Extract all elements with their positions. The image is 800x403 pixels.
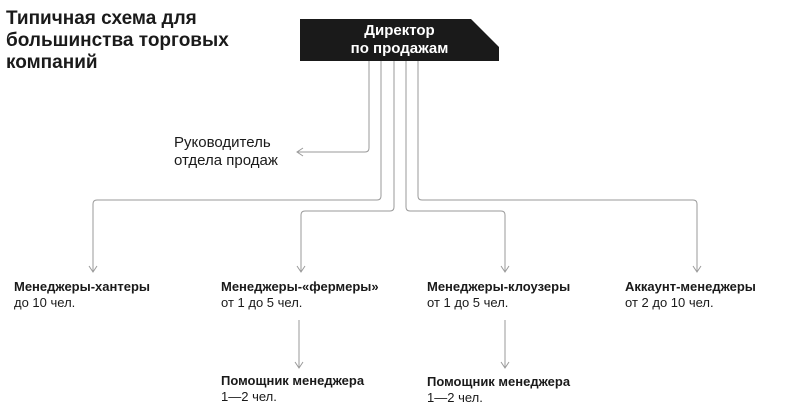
head-line2: отдела продаж <box>174 152 278 169</box>
role-name: Менеджеры-«фермеры» <box>221 279 379 294</box>
role-account: Аккаунт-менеджеры от 2 до 10 чел. <box>625 279 756 311</box>
arrow-farmers-icon <box>296 265 306 273</box>
role-hunters: Менеджеры-хантеры до 10 чел. <box>14 279 150 311</box>
assistant-1: Помощник менеджера 1—2 чел. <box>221 373 364 403</box>
role-farmers: Менеджеры-«фермеры» от 1 до 5 чел. <box>221 279 379 311</box>
role-count: от 1 до 5 чел. <box>427 295 509 310</box>
head-line1: Руководитель <box>174 134 271 151</box>
connector-closers <box>405 61 506 272</box>
connector-account <box>417 61 698 272</box>
role-count: от 1 до 5 чел. <box>221 295 303 310</box>
director-line2: по продажам <box>350 40 449 57</box>
head-node: Руководитель отдела продаж <box>174 134 278 170</box>
arrow-account-icon <box>692 265 702 273</box>
connector-head <box>297 61 370 153</box>
role-closers: Менеджеры-клоузеры от 1 до 5 чел. <box>427 279 570 311</box>
arrow-closers-icon <box>500 265 510 273</box>
arrow-assistant-1-icon <box>294 361 304 369</box>
connector-farmers <box>300 61 395 272</box>
assistant-name: Помощник менеджера <box>221 373 365 388</box>
arrow-head-icon <box>296 147 304 157</box>
director-box: Директор по продажам <box>300 19 499 61</box>
assistant-count: 1—2 чел. <box>427 390 483 403</box>
director-box-shape <box>300 19 499 61</box>
assistant-name: Помощник менеджера <box>427 374 571 389</box>
role-name: Менеджеры-хантеры <box>14 279 150 294</box>
arrow-hunters-icon <box>88 265 98 273</box>
connector-hunters <box>92 61 382 272</box>
director-line1: Директор <box>364 22 435 39</box>
role-count: от 2 до 10 чел. <box>625 295 714 310</box>
role-name: Менеджеры-клоузеры <box>427 279 571 294</box>
assistant-2: Помощник менеджера 1—2 чел. <box>427 374 570 403</box>
diagram-title: Типичная схема для большинства торговых … <box>6 8 229 73</box>
role-name: Аккаунт-менеджеры <box>625 279 756 294</box>
arrow-assistant-2-icon <box>500 361 510 369</box>
role-count: до 10 чел. <box>14 295 76 310</box>
assistant-count: 1—2 чел. <box>221 389 277 403</box>
